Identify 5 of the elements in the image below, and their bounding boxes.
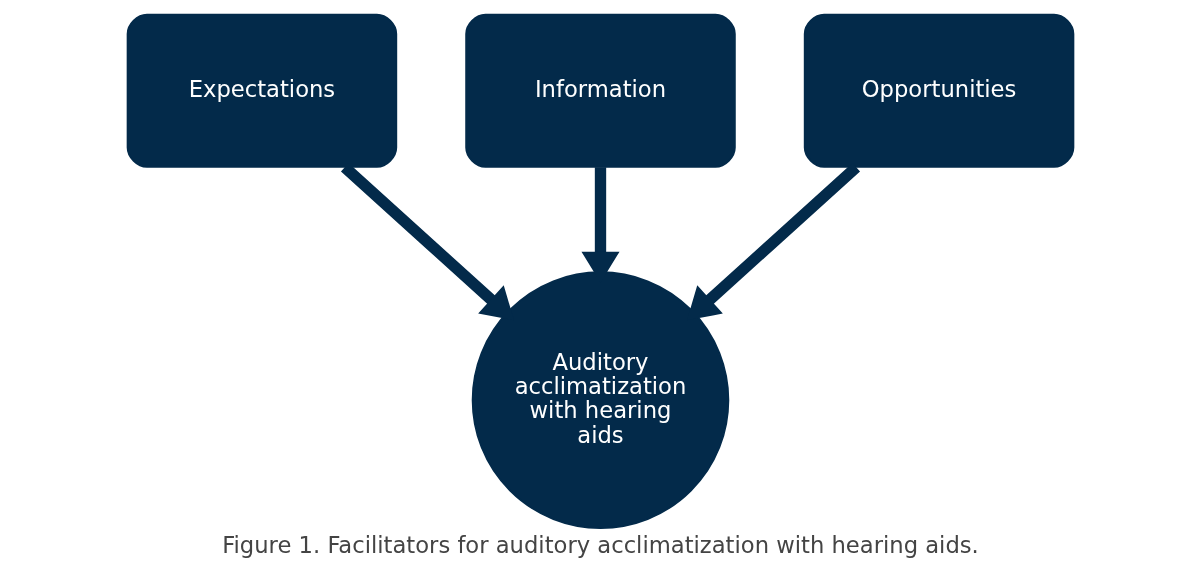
node-box: Expectations xyxy=(126,13,397,168)
node-circle: Auditory acclimatization with hearing aids xyxy=(471,271,729,529)
node-box: Opportunities xyxy=(803,13,1074,168)
node-box: Information xyxy=(464,13,736,168)
caption: Figure 1. Facilitators for auditory acclimatization with hearing aids. xyxy=(221,531,979,558)
